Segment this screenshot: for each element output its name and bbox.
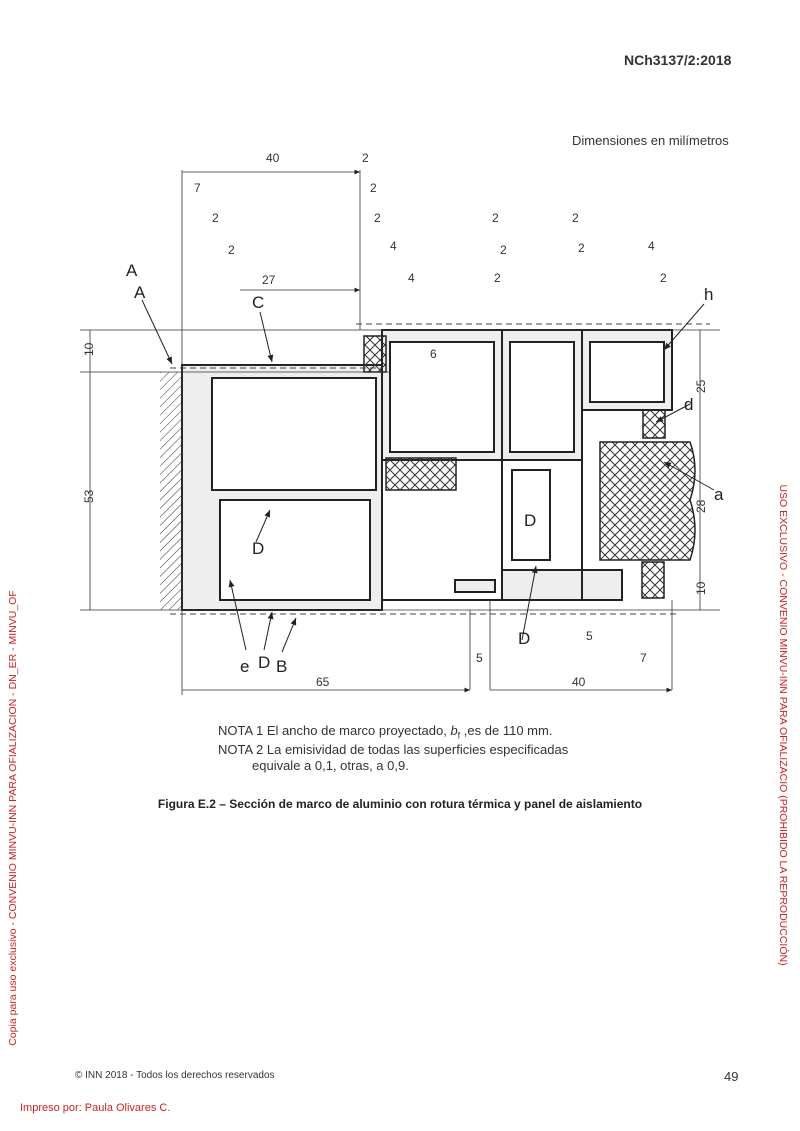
dim-label: 10 bbox=[694, 581, 708, 595]
dim-label: 2 bbox=[660, 271, 667, 285]
dim-label: 10 bbox=[82, 342, 96, 356]
dim-label: 4 bbox=[408, 271, 415, 285]
callout-label: A bbox=[126, 261, 138, 280]
callout-label: C bbox=[252, 293, 264, 312]
dim-label: 6 bbox=[430, 347, 437, 361]
dimension-lines bbox=[80, 169, 720, 695]
dim-label: 7 bbox=[194, 181, 201, 195]
dim-label: 40 bbox=[266, 151, 280, 165]
dim-label: 28 bbox=[694, 499, 708, 513]
wall-hatch bbox=[160, 372, 182, 610]
callout-label: D bbox=[524, 511, 536, 530]
watermark-right: USO EXCLUSIVO - CONVENIO MINVU-INN PARA … bbox=[777, 484, 789, 966]
dim-label: 2 bbox=[374, 211, 381, 225]
standard-code: NCh3137/2:2018 bbox=[624, 52, 732, 68]
dimension-text-layer: 40 2 7 2 2 2 2 2 4 4 2 2 4 2 27 2 2 10 6… bbox=[82, 151, 708, 689]
note-1-symbol: b bbox=[450, 723, 458, 738]
page-number: 49 bbox=[724, 1069, 739, 1084]
dim-label: 40 bbox=[572, 675, 586, 689]
dim-label: 2 bbox=[500, 243, 507, 257]
dim-label: 2 bbox=[492, 211, 499, 225]
dim-label: 53 bbox=[82, 489, 96, 503]
dim-label: 2 bbox=[494, 271, 501, 285]
note-1-prefix: NOTA 1 El ancho de marco proyectado, bbox=[218, 723, 451, 738]
callout-label: e bbox=[240, 657, 249, 676]
watermark-left: Copia para uso exclusivo - CONVENIO MINV… bbox=[7, 590, 19, 1046]
dim-label: 4 bbox=[648, 239, 655, 253]
callout-label: B bbox=[276, 657, 287, 676]
dim-label: 65 bbox=[316, 675, 330, 689]
callout-label: A bbox=[134, 283, 146, 302]
callout-label: D bbox=[252, 539, 264, 558]
dim-label: 5 bbox=[586, 629, 593, 643]
callout-label: D bbox=[518, 629, 530, 648]
dim-label: 7 bbox=[640, 651, 647, 665]
dim-label: 2 bbox=[572, 211, 579, 225]
dim-label: 2 bbox=[212, 211, 219, 225]
note-1-subscript: f bbox=[457, 730, 461, 741]
dim-label: 4 bbox=[390, 239, 397, 253]
note-1-suffix: ,es de 110 mm. bbox=[460, 723, 553, 738]
leader-lines bbox=[141, 299, 715, 653]
dim-label: 2 bbox=[370, 181, 377, 195]
dashed-outline bbox=[170, 323, 710, 615]
dim-label: 27 bbox=[262, 273, 276, 287]
note-2-line-1: NOTA 2 La emisividad de todas las superf… bbox=[218, 742, 569, 757]
insulation-panel bbox=[599, 441, 696, 561]
dim-label: 2 bbox=[362, 151, 369, 165]
thermal-break bbox=[363, 335, 666, 599]
callout-label: D bbox=[258, 653, 270, 672]
section-profile bbox=[181, 329, 673, 611]
dim-label: 2 bbox=[228, 243, 235, 257]
note-1: NOTA 1 El ancho de marco proyectado, bf … bbox=[218, 723, 552, 741]
technical-drawing: 40 2 7 2 2 2 2 2 4 4 2 2 4 2 27 2 2 10 6… bbox=[80, 151, 724, 695]
printed-by: Impreso por: Paula Olivares C. bbox=[20, 1102, 171, 1114]
callout-label: a bbox=[714, 485, 724, 504]
note-2-line-2: equivale a 0,1, otras, a 0,9. bbox=[252, 758, 409, 773]
dimensions-note: Dimensiones en milímetros bbox=[572, 133, 729, 148]
copyright-text: © INN 2018 - Todos los derechos reservad… bbox=[75, 1070, 275, 1081]
dim-label: 2 bbox=[578, 241, 585, 255]
dim-label: 25 bbox=[694, 379, 708, 393]
callout-label: h bbox=[704, 285, 713, 304]
dim-label: 5 bbox=[476, 651, 483, 665]
figure-caption: Figura E.2 – Sección de marco de alumini… bbox=[157, 797, 643, 811]
